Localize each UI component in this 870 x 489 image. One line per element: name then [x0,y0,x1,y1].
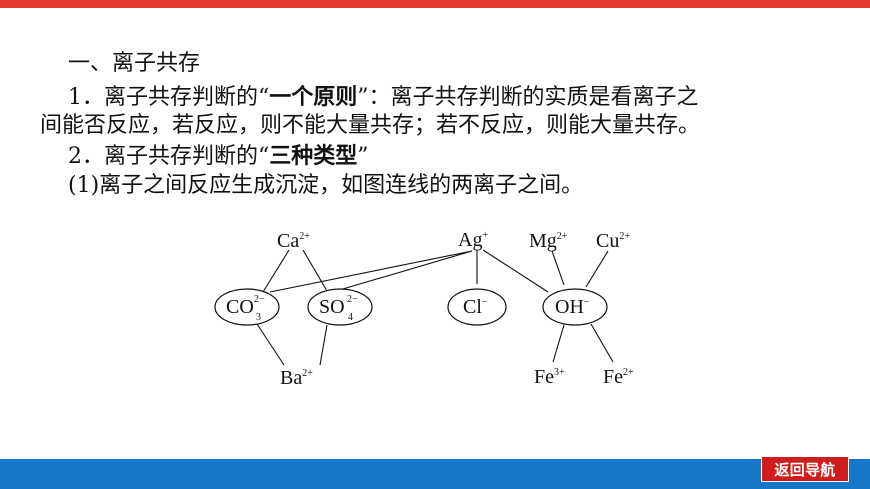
ion-mg: Mg2+ [529,230,568,252]
top-accent-bar [0,0,870,8]
ag-co3-line [269,250,473,293]
paragraph-2: 2．离子共存判断的“三种类型” [68,143,369,169]
ca-co3-line [262,249,290,293]
ion-cl: Cl− [463,296,488,318]
oh-fe3-line [552,324,565,363]
ag-oh-line [482,249,549,293]
ion-so4-sup: 2− [347,294,358,305]
ion-oh: OH− [555,296,590,318]
bottom-accent-bar [0,459,870,489]
ag-so4-line [335,250,473,292]
ion-so4: SO [319,296,345,318]
so4-ellipse [307,288,373,326]
cu-oh-line [585,250,609,288]
ion-ba: Ba2+ [280,367,313,389]
ion-labels: Ca2+ Ag+ Mg2+ Cu2+ CO 2− 3 SO 2− 4 Cl− O… [226,229,634,389]
paragraph-3: (1)离子之间反应生成沉淀，如图连线的两离子之间。 [68,173,584,198]
section-heading: 一、离子共存 [68,51,201,76]
ion-ca: Ca2+ [277,230,310,252]
co3-ellipse [214,288,280,326]
cl-ellipse [447,288,507,326]
ion-cu: Cu2+ [596,230,630,252]
mg-oh-line [551,250,565,286]
co3-ba-line [256,323,285,366]
paragraph-1-line-2: 间能否反应，若反应，则不能大量共存；若不反应，则能大量共存。 [40,113,701,138]
paragraph-1: 1．离子共存判断的“一个原则”：离子共存判断的实质是看离子之 [68,84,699,110]
connection-lines [256,249,614,366]
ion-co3-sup: 2− [254,294,265,305]
ion-co3-sub: 3 [256,312,261,323]
ion-fe2: Fe2+ [603,366,634,388]
oh-ellipse [542,288,608,326]
ion-ellipses [214,288,608,326]
ion-ag: Ag+ [458,229,488,251]
ion-so4-sub: 4 [348,312,353,323]
oh-fe2-line [590,323,614,363]
so4-ba-line [319,324,328,366]
ion-fe3: Fe3+ [534,366,565,388]
ca-so4-line [302,249,328,292]
return-navigation-button[interactable]: 返回导航 [761,456,849,482]
ion-co3: CO [226,296,254,318]
